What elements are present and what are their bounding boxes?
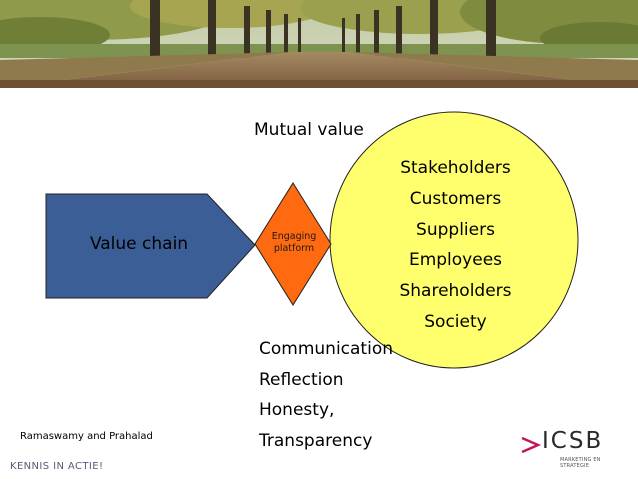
mutual-value-label: Mutual value [254,120,364,140]
engaging-platform-label: Engaging platform [262,231,326,255]
platform-label-line: platform [273,243,315,254]
stakeholders-circle [329,111,579,369]
credit-text: Ramaswamy and Prahalad [20,431,153,442]
value-chain-label: Value chain [89,234,189,254]
header-photo [0,0,638,88]
stakeholder-item: Stakeholders [400,158,511,178]
value-item: Transparency [259,430,373,451]
stakeholders-list: Stakeholders Customers Suppliers Employe… [378,153,533,338]
stakeholder-item: Society [424,311,487,332]
value-item: Communication [259,339,393,359]
values-list: Communication Reflection Honesty, Transp… [259,334,393,456]
value-item: Reflection [259,369,344,390]
stakeholder-item: Employees [408,250,503,271]
slogan-text: KENNIS IN ACTIE! [10,461,104,472]
stakeholder-item: Suppliers [416,219,495,240]
logo-wordmark: ICSB [542,428,604,454]
platform-label-line: Engaging [271,231,317,242]
stakeholder-item: Shareholders [399,281,512,302]
stakeholder-item: Customers [409,188,502,209]
logo-chevron-icon [521,436,542,454]
logo-subtitle: MARKETING EN STRATEGIE [560,457,601,469]
engaging-platform-diamond [254,182,332,306]
icsb-logo: ICSB MARKETING EN STRATEGIE [520,428,625,469]
value-chain-arrow [45,193,256,299]
value-item: Honesty, [259,400,335,420]
